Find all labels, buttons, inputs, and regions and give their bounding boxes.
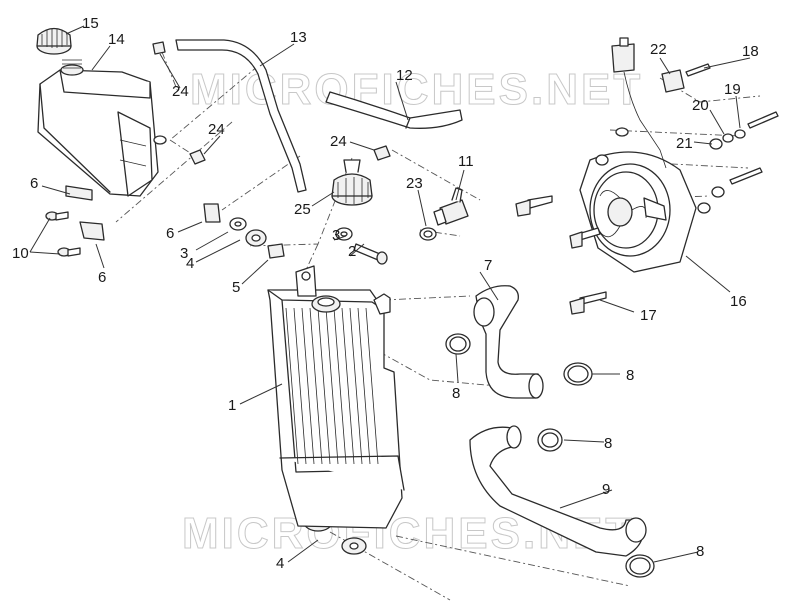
callout-19: 19 [724,81,741,98]
hose-clamp-parts [445,333,655,578]
callout-24a: 24 [172,83,189,100]
callout-15: 15 [82,15,99,32]
callout-6a: 6 [30,175,38,192]
fan-connector-part [611,37,685,169]
sleeve-parts [152,41,391,165]
filler-cap-part [36,27,72,55]
callout-4a: 4 [186,255,194,272]
callout-3b: 3 [332,227,340,244]
callout-8a: 8 [452,385,460,402]
bolt-part [353,243,388,265]
mounting-stud-parts [515,195,607,315]
callout-1: 1 [228,397,236,414]
callout-4b: 4 [276,555,284,572]
thermo-switch-part [433,187,469,226]
screw-parts [45,211,81,257]
callout-11: 11 [458,153,474,170]
callout-12: 12 [396,67,413,84]
callout-21: 21 [676,135,693,152]
callout-17: 17 [640,307,657,324]
callout-16: 16 [730,293,747,310]
callout-22: 22 [650,41,667,58]
callout-2: 2 [348,243,356,260]
bracket-parts [65,185,221,241]
overflow-hose-part [175,39,307,193]
expansion-tank-part [37,59,167,197]
callout-6c: 6 [98,269,106,286]
fan-hardware-parts [595,63,779,214]
callout-5: 5 [232,279,240,296]
leader-lines [29,25,751,563]
callout-10: 10 [12,245,29,262]
callout-8b: 8 [626,367,634,384]
radiator-cap-part [331,159,373,206]
radiator-part [267,265,405,529]
small-hose-part [325,91,463,129]
callout-14: 14 [108,31,125,48]
callout-24c: 24 [330,133,347,150]
callout-18: 18 [742,43,759,60]
lower-radiator-hose-part [469,425,647,557]
callout-6b: 6 [166,225,174,242]
washer-part [419,227,437,241]
callout-25: 25 [294,201,311,218]
callout-9: 9 [602,481,610,498]
callout-13: 13 [290,29,307,46]
callout-7: 7 [484,257,492,274]
callout-labels: 1 2 3 3 4 4 5 6 6 6 7 8 8 8 8 9 10 11 12… [12,15,759,572]
callout-24b: 24 [208,121,225,138]
cooling-fan-part [579,151,697,273]
callout-23: 23 [406,175,423,192]
callout-3a: 3 [180,245,188,262]
callout-20: 20 [692,97,709,114]
callout-8d: 8 [696,543,704,560]
callout-8c: 8 [604,435,612,452]
upper-radiator-hose-part [473,285,544,399]
